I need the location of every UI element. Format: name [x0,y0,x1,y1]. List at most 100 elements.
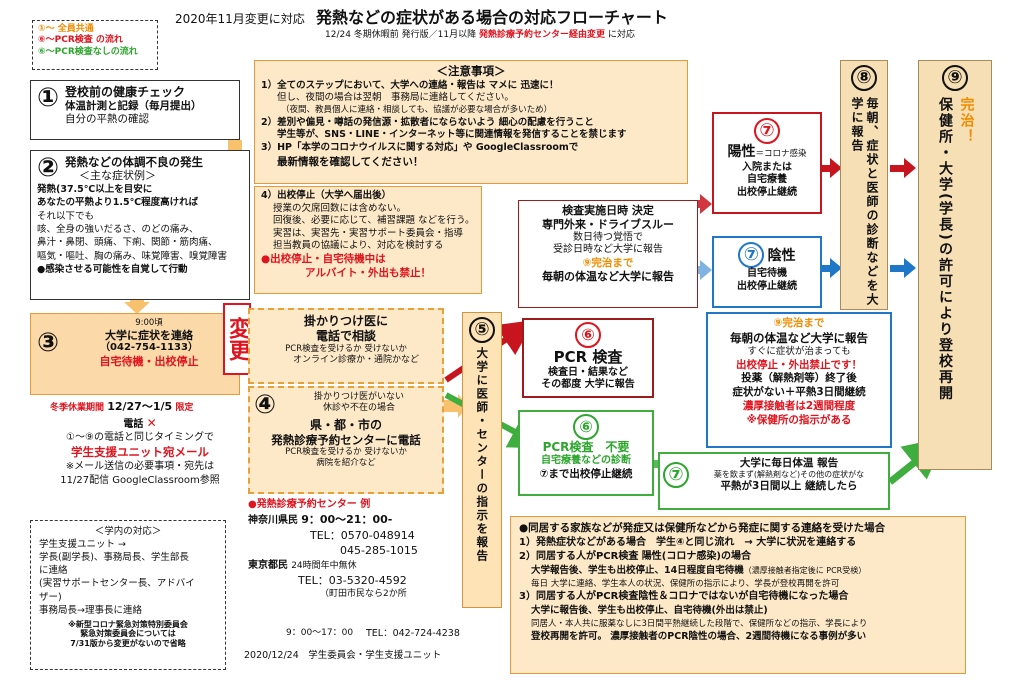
step4a-l2: 電話で相談 [315,329,376,343]
nopcr-l2: ⑦まで出校停止継続 [539,467,633,480]
negative-l8: 症状がない＋平熱3日間継続 [732,386,866,399]
negative-l7: 投薬（解熱剤等）終了後 [741,372,857,385]
legend-nopcr: ⑥～PCR検査なしの流れ [38,46,138,57]
nopcr-box: ⑥ PCR検査 不要 自宅療養などの診断 ⑦まで出校停止継続 [518,410,654,496]
inside-l4: (実習サポートセンター長、アドバイ [39,578,195,590]
step4b-l2: 休診や不在の場合 [323,403,396,414]
negative-l6: 出校停止・外出禁止です！ [736,358,862,371]
symptom-list-3: 嘔気・嘔吐、胸の痛み、味覚障害、嗅覚障害 [37,250,228,262]
step1-title: 登校前の健康チェック [65,85,186,99]
center-kanagawa: 神奈川県民 [248,515,298,526]
notes-box: ＜注意事項＞ 1）全てのステップにおいて、大学への連絡・報告は マメに 迅速に！… [254,60,688,184]
center-machida-time: 9：00～17：00 [286,628,354,638]
step3-tel: （042-754-1133） [100,342,198,354]
step4b-l5: PCR検査を受けるか 受けないか [285,447,407,458]
negative-title: 陰性 [767,248,796,264]
winter-label: 冬季休業期間 [50,403,105,413]
arrow-positive-8 [810,158,842,178]
negative-l9: 濃厚接触者は2週間程度 [742,400,856,413]
note-4b: 回復後、必要に応じて、補習課題 などを行う。 [273,215,475,227]
positive-small: ＝コロナ感染 [755,149,807,159]
exam-l1: 検査実施日時 決定 [562,204,654,217]
cross-icon: ✕ [146,415,157,430]
subtitle-prefix: 12/24 冬期休暇前 発行版／11月以降 [325,30,477,40]
arrow-1-2 [228,140,242,152]
positive-title: 陽性 [727,144,756,160]
step7b-l2: 薬を飲まず(解熱剤など)その他の症状がな [713,470,865,480]
note-1b: 但し、夜間の場合は翌朝 事務局に連絡してください。 [277,92,514,104]
inside-l1: 学生支援ユニット → [39,539,126,551]
winter-notice: 冬季休業期間 12/27～1/5 限定 電話 ✕ ①～⑨の電話と同じタイミングで… [30,400,250,487]
positive-l3: 出校停止継続 [737,186,797,198]
winter-mail-note: ※メール送信の必要事項・宛先は [65,461,215,473]
cohab-c3: 3）同居する人がPCR検査陰性＆コロナではないが自宅待機になった場合 [519,590,849,602]
cohab-c2b: 毎日 大学に連絡、学生本人の状況、保健所の指示により、学長が登校再開を許可 [531,578,840,589]
note-4f: アルバイト・外出も禁止！ [305,266,431,279]
positive-box: ⑦ 陽性＝コロナ感染 入院または 自宅療養 出校停止継続 [712,112,822,214]
subtitle-red: 発熱診療予約センター経由変更 [479,30,606,40]
step7b-box: ⑦ 大学に毎日体温 報告 薬を飲まず(解熱剤など)その他の症状がな 平熱が3日間… [658,452,890,510]
step5-text: 大学に医師・センターの指示を報告 [475,347,490,563]
inside-l2: 学長(副学長)、事務局長、学生部長 [39,552,189,564]
arrow-8-9-red [890,158,916,178]
positive-l2: 自宅療養 [747,174,787,185]
step4a-box: 掛かりつけ医に 電話で相談 PCR検査を受けるか 受けないか オンライン診療か・… [248,308,444,384]
inside-l3: に連絡 [39,565,68,577]
positive-l1: 入院または [742,161,792,173]
exam-box: 検査実施日時 決定 専門外来・ドライブスルー 数日待つ覚悟で 受診日時など大学に… [518,200,698,308]
exam-l4: 受診日時など大学に報告 [553,244,663,255]
header: 2020年11月変更に対応 発熱などの症状がある場合の対応フローチャート [175,8,775,28]
exam-l3: 数日待つ覚悟で [573,231,643,243]
step4b-l6: 病院を紹介など [316,458,376,468]
note-4: 4）出校停止（大学へ届出後） [261,190,392,201]
inside-l5: ザー) [39,591,62,603]
step3-box: ③ 9:00頃 大学に症状を連絡 （042-754-1133） 自宅待機・出校停… [30,313,240,395]
center-kanagawa-tel1: TEL：0570-048914 [310,529,415,542]
step5-number: ⑤ [469,317,495,343]
note-3b: 最新情報を確認してください！ [277,156,424,169]
step8-box: ⑧ 毎朝、症状と医師の診断などを大学に報告 [840,60,888,310]
step2-subtitle: ＜主な症状例＞ [79,169,157,183]
pcr-l1: 検査日・結果など [548,366,628,378]
negative-l5: すぐに症状が治まっても [747,346,851,358]
exam-l5: ⑨完治まで [582,256,634,269]
step8-text: 毎朝、症状と医師の診断などを大学に報告 [850,97,879,307]
step9-orange: 完治！ [958,97,975,145]
inside-l6: 事務局長→理事長に連絡 [39,604,142,616]
step1-number: ① [37,83,60,113]
step2-title: 発熱などの体調不良の発生 [65,155,204,169]
negative-l1: 自宅待機 [747,268,787,279]
center-kanagawa-time: 9：00～21：00- [301,513,393,526]
subtitle-suffix: に対応 [607,30,635,40]
step5-box: ⑤ 大学に医師・センターの指示を報告 [462,312,502,608]
cohab-c3c: 登校再開を許可。 濃厚接触者のPCR陰性の場合、2週間待機になる事例が多い [531,630,867,642]
arrow-negative-8 [810,258,842,278]
cohab-c1: 1）発熱症状などがある場合 学生④と同じ流れ → 大学に状況を連絡する [519,536,857,548]
step4a-l4: オンライン診療か・通院かなど [292,354,419,365]
legend-common: ①～ 全員共通 [38,24,94,34]
step9-box: ⑨ 完治！ 保健所・大学(学長)の許可により登校再開 [918,60,992,470]
note-4c: 実習は、実習先・実習サポート委員会・指導 [273,227,464,239]
symptom-awareness: ●感染させる可能性を自覚して行動 [37,263,188,275]
pcr-l2: その都度 大学に報告 [541,379,635,391]
step7b-l1: 大学に毎日体温 報告 [739,457,839,469]
step9-text: 保健所・大学(学長)の許可により登校再開 [937,97,953,402]
step3-red: 自宅待機・出校停止 [99,354,199,368]
winter-classroom: 11/27配信 GoogleClassroom参照 [60,474,220,486]
step4b-l3: 県・都・市の [309,418,382,432]
inside-title: ＜学内の対応＞ [94,526,162,537]
negative-box: ⑦ 陰性 自宅待機 出校停止継続 [712,236,822,308]
page-title: 発熱などの症状がある場合の対応フローチャート [316,8,668,27]
notes-box-4: 4）出校停止（大学へ届出後） 授業の欠席回数には含めない。 回復後、必要に応じて… [254,186,482,294]
step2-box: ② 発熱などの体調不良の発生 ＜主な症状例＞ 発熱(37.5℃以上を目安に あな… [30,150,250,300]
cohab-title: ●同居する家族などが発症又は保健所などから発症に関する連絡を受けた場合 [519,522,886,534]
legend-pcr: ⑥～PCR検査 の流れ [38,35,123,46]
note-4d: 担当教員の協議により、対応を検討する [273,240,444,252]
positive-number: ⑦ [754,118,780,144]
symptom-list-1: 咳、全身の強いだるさ、のどの痛み、 [37,224,199,236]
note-2b: 学生等が、SNS・LINE・インターネット等に関連情報を発信することを禁じます [277,129,627,141]
step4-number: ④ [254,390,277,420]
exam-l2: 専門外来・ドライブスルー [542,217,674,231]
center-tokyo-time: 24時間年中無休 [291,560,357,571]
negative-detail-box: ⑨完治まで 毎朝の体温など大学に報告 すぐに症状が治まっても 出校停止・外出禁止… [706,312,892,448]
